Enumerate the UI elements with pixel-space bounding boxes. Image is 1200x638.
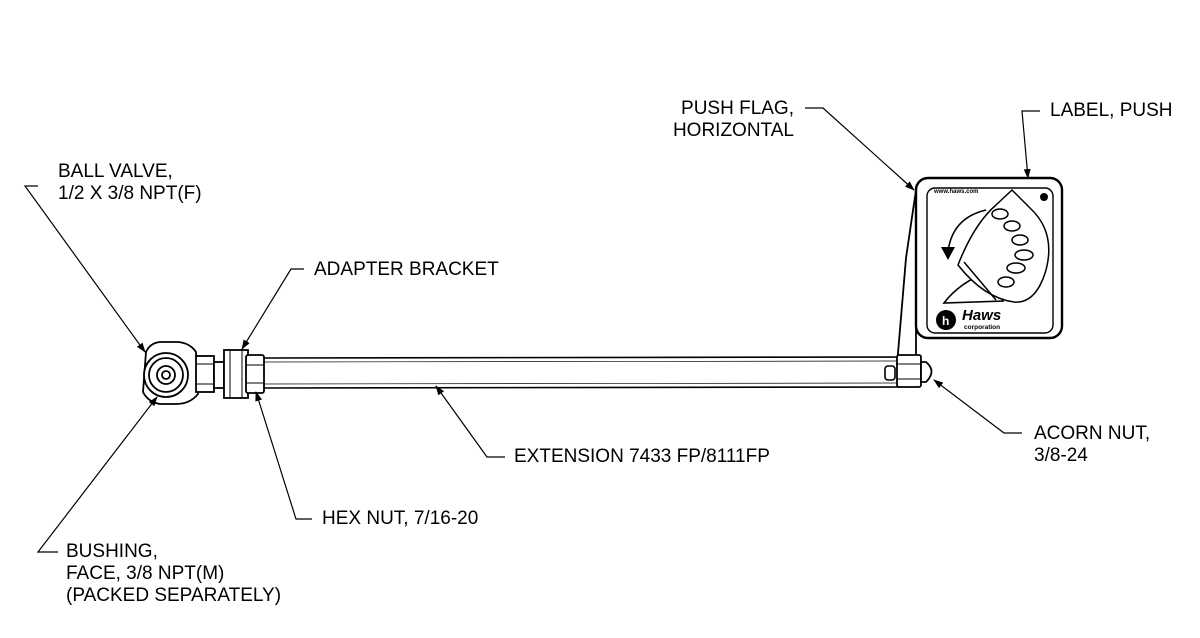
callout-bushing: BUSHING, FACE, 3/8 NPT(M) (PACKED SEPARA…: [66, 541, 282, 606]
extension-tube: [261, 356, 901, 389]
callout-extension: EXTENSION 7433 FP/8111FP: [514, 446, 770, 467]
push-label: www.haws.com h Haws corporation: [933, 188, 1050, 331]
brand-name: Haws: [962, 307, 1001, 324]
leader-label-push: [1021, 110, 1040, 179]
adapter-bracket: [223, 349, 249, 399]
callout-label-push: LABEL, PUSH: [1050, 100, 1173, 121]
callout-push-flag: PUSH FLAG, HORIZONTAL: [672, 98, 794, 141]
leader-lines: [23, 107, 1040, 553]
acorn-nut: [920, 361, 933, 383]
leader-push-flag: [805, 107, 915, 191]
svg-text:h: h: [942, 314, 949, 328]
brand-sub: corporation: [964, 324, 1000, 331]
ball-valve: [142, 341, 225, 405]
label-dot: [1040, 193, 1048, 201]
leader-extension: [435, 385, 505, 458]
rotate-arrow-icon: [947, 209, 987, 253]
callout-ball-valve: BALL VALVE, 1/2 X 3/8 NPT(F): [58, 161, 202, 204]
hex-nut: [245, 354, 265, 394]
leader-hex-nut: [255, 391, 312, 520]
leader-acorn-nut: [933, 379, 1022, 434]
label-url: www.haws.com: [933, 189, 978, 195]
hand-icon: [957, 188, 1050, 303]
callout-hex-nut: HEX NUT, 7/16-20: [322, 508, 479, 529]
leader-ball-valve: [23, 185, 146, 353]
callout-adapter-bracket: ADAPTER BRACKET: [314, 259, 499, 280]
haws-logo: h Haws corporation: [936, 307, 1001, 331]
leader-adapter-bracket: [241, 268, 304, 350]
leader-bushing: [36, 396, 158, 553]
callout-acorn-nut: ACORN NUT, 3/8-24: [1034, 423, 1151, 466]
